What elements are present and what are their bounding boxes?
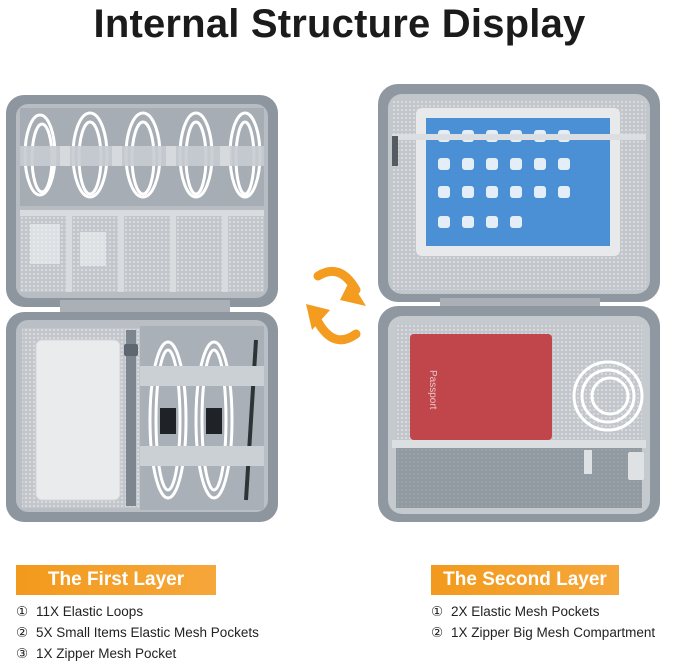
page-title: Internal Structure Display [93, 2, 586, 46]
first-layer-label: The First Layer [16, 565, 216, 595]
cable-loops-top [20, 108, 264, 206]
coiled-cable [572, 360, 644, 432]
passport [410, 334, 552, 440]
product-illustration: Passport [6, 84, 660, 522]
passport-text: Passport [427, 370, 438, 410]
first-layer-bag [6, 95, 278, 522]
second-layer-label: The Second Layer [431, 565, 619, 595]
second-layer-bag: Passport [378, 84, 660, 522]
